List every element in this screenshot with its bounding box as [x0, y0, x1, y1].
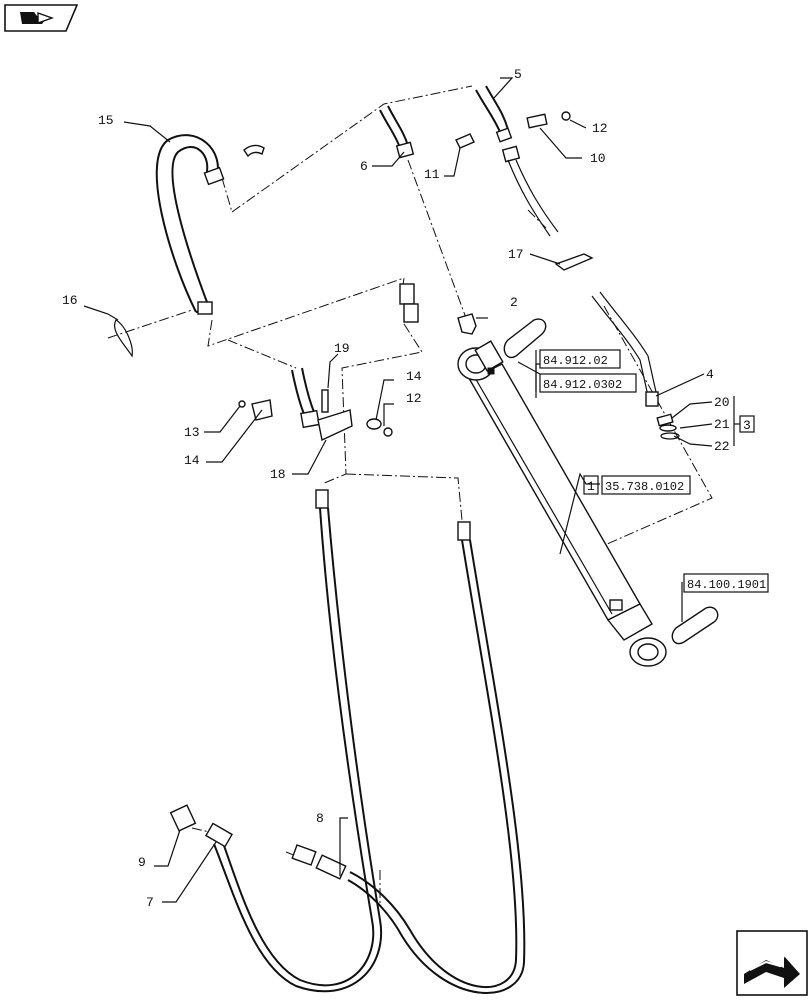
callout-22: 22 [714, 439, 730, 454]
callout-10: 10 [590, 151, 606, 166]
callout-16: 16 [62, 293, 78, 308]
tube-part-4[interactable] [591, 291, 659, 407]
pin-upper[interactable] [503, 318, 547, 359]
callout-4: 4 [706, 367, 714, 382]
adapter-part-9[interactable] [169, 804, 197, 832]
reference-cylinder[interactable]: 1 35.738.0102 [583, 475, 691, 495]
elbow-fitting-part-2[interactable] [457, 313, 477, 335]
bolt-part-19[interactable] [321, 389, 329, 413]
callout-14-left: 14 [184, 453, 200, 468]
hose-end-left[interactable] [291, 367, 320, 429]
long-hose-part-8[interactable] [315, 521, 526, 994]
hose-end-right[interactable] [399, 283, 419, 323]
tie-strap-part-16[interactable] [114, 319, 133, 358]
callout-numbers: 15 6 5 12 10 11 17 2 16 19 4 14 12 13 14… [62, 67, 730, 910]
bracket-part-10[interactable] [526, 113, 548, 129]
callout-11: 11 [424, 167, 440, 182]
hose-part-5[interactable] [475, 85, 559, 237]
reference-84-912-0302: 84.912.0302 [543, 378, 622, 392]
bracket-part-18[interactable] [317, 409, 353, 442]
clip-part-17[interactable] [554, 253, 594, 271]
callout-5: 5 [514, 67, 522, 82]
leader-lines [83, 77, 740, 903]
callout-8: 8 [316, 811, 324, 826]
svg-text:84.100.1901: 84.100.1901 [687, 578, 766, 592]
reference-84-912-02: 84.912.02 [543, 354, 608, 368]
callout-13: 13 [184, 425, 200, 440]
callout-18: 18 [270, 467, 286, 482]
pin-lower[interactable] [671, 606, 719, 645]
hose-end-part-6[interactable] [379, 105, 415, 159]
long-hose-part-7[interactable] [205, 489, 383, 993]
clamp[interactable] [243, 144, 265, 158]
callout-17: 17 [508, 247, 524, 262]
callout-9: 9 [138, 855, 146, 870]
next-page-icon[interactable] [736, 930, 808, 996]
callout-15: 15 [98, 113, 114, 128]
previous-page-icon[interactable] [4, 4, 78, 32]
reference-35-738-0102: 35.738.0102 [605, 480, 684, 494]
washer-nut-part-12-14[interactable] [366, 418, 393, 437]
fitting-set-20-21-22[interactable] [656, 413, 680, 440]
svg-text:3: 3 [743, 418, 751, 433]
nut-part-12-top[interactable] [561, 111, 571, 121]
cylinder-part-1[interactable] [457, 340, 667, 667]
connection-lines [107, 85, 713, 904]
callout-21: 21 [714, 417, 730, 432]
callout-12-mid: 12 [406, 391, 422, 406]
adapter-part-8[interactable] [291, 844, 317, 866]
callout-2: 2 [510, 295, 518, 310]
callout-7: 7 [146, 895, 154, 910]
hose-loop-part-15[interactable] [155, 134, 225, 315]
callout-19: 19 [334, 341, 350, 356]
bolt-part-13[interactable] [238, 400, 246, 408]
reference-84-912-group[interactable]: 84.912.02 84.912.0302 [535, 349, 637, 398]
bolt-part-11[interactable] [455, 133, 475, 149]
reference-box-3[interactable]: 3 [739, 415, 755, 433]
callout-6: 6 [360, 159, 368, 174]
callout-1: 1 [587, 479, 595, 494]
callout-14-right: 14 [406, 369, 422, 384]
callout-20: 20 [714, 395, 730, 410]
reference-84-100-1901[interactable]: 84.100.1901 [683, 573, 769, 593]
callout-12-top: 12 [592, 121, 608, 136]
